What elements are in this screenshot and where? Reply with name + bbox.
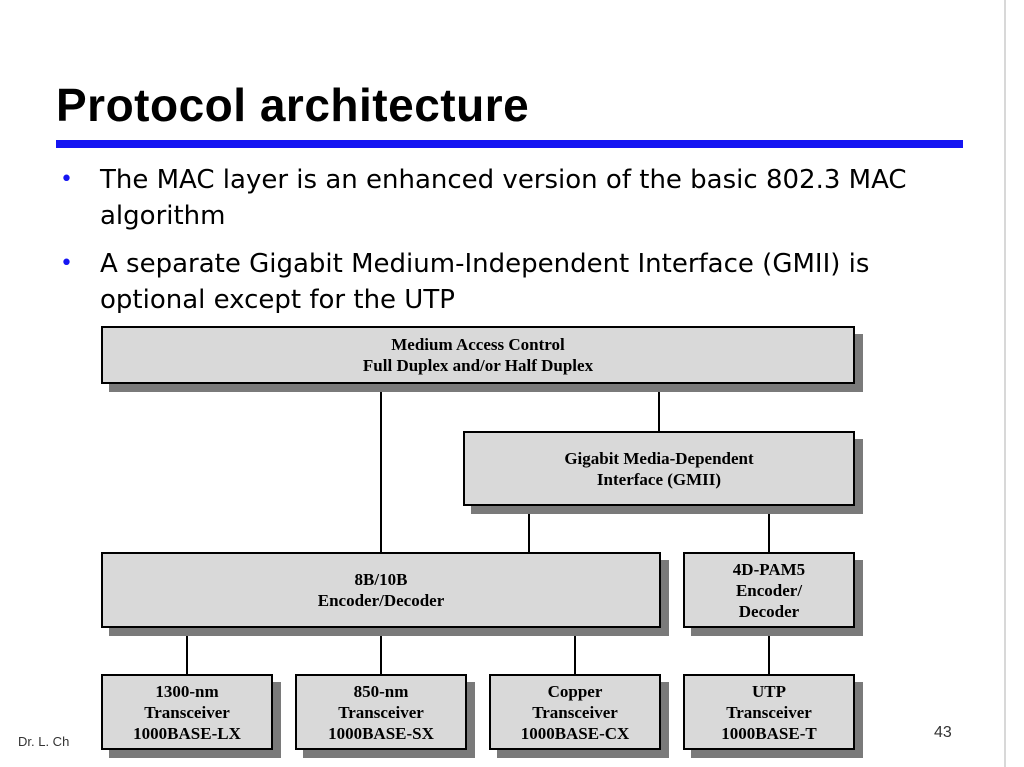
mac-box: Medium Access Control Full Duplex and/or…	[101, 326, 855, 384]
bullet-icon: •	[60, 167, 73, 192]
transceiver-t-line-2: Transceiver	[726, 702, 812, 722]
transceiver-t-box: UTP Transceiver 1000BASE-T	[683, 674, 855, 750]
connector-gmii-to-4dpam5	[768, 505, 770, 553]
transceiver-lx-line-1: 1300-nm	[155, 681, 219, 701]
transceiver-sx-line-3: 1000BASE-SX	[328, 723, 434, 743]
gmii-line-2: Interface (GMII)	[596, 469, 722, 489]
mac-line-1: Medium Access Control	[391, 335, 565, 354]
connector-mac-to-8b10b	[380, 383, 382, 553]
encoder-4dpam5-line-1: 4D-PAM5	[732, 559, 806, 579]
transceiver-t-line-1: UTP	[752, 681, 786, 701]
transceiver-sx-line-1: 850-nm	[353, 681, 409, 701]
mac-line-2: Full Duplex and/or Half Duplex	[362, 356, 594, 375]
connector-4dpam5-to-t	[768, 627, 770, 675]
window-edge	[1004, 0, 1024, 767]
encoder-8b10b-line-2: Encoder/Decoder	[317, 591, 445, 610]
transceiver-t-line-3: 1000BASE-T	[721, 723, 817, 743]
text-clip-mask	[0, 313, 1004, 325]
transceiver-sx-line-2: Transceiver	[338, 702, 424, 722]
title-underline	[56, 140, 963, 148]
bullet-item: • A separate Gigabit Medium-Independent …	[60, 246, 960, 318]
encoder-4dpam5-box: 4D-PAM5 Encoder/ Decoder	[683, 552, 855, 628]
transceiver-cx-line-3: 1000BASE-CX	[520, 723, 630, 743]
encoder-8b10b-line-1: 8B/10B	[354, 570, 408, 589]
transceiver-cx-box: Copper Transceiver 1000BASE-CX	[489, 674, 661, 750]
transceiver-lx-line-3: 1000BASE-LX	[133, 723, 241, 743]
page-number: 43	[934, 724, 952, 741]
connector-8b10b-to-sx	[380, 627, 382, 675]
transceiver-lx-line-2: Transceiver	[144, 702, 230, 722]
encoder-4dpam5-line-3: Decoder	[738, 601, 800, 621]
bullet-text: A separate Gigabit Medium-Independent In…	[100, 249, 870, 315]
bullet-text: The MAC layer is an enhanced version of …	[100, 165, 907, 231]
encoder-4dpam5-line-2: Encoder/	[735, 580, 803, 600]
transceiver-cx-line-1: Copper	[547, 681, 603, 701]
transceiver-cx-line-2: Transceiver	[532, 702, 618, 722]
gmii-box: Gigabit Media-Dependent Interface (GMII)	[463, 431, 855, 506]
connector-gmii-to-8b10b	[528, 505, 530, 553]
connector-8b10b-to-cx	[574, 627, 576, 675]
encoder-8b10b-box: 8B/10B Encoder/Decoder	[101, 552, 661, 628]
bullet-list: • The MAC layer is an enhanced version o…	[60, 162, 960, 330]
connector-8b10b-to-lx	[186, 627, 188, 675]
bullet-icon: •	[60, 251, 73, 276]
gmii-line-1: Gigabit Media-Dependent	[564, 448, 754, 468]
connector-mac-to-gmii	[658, 383, 660, 432]
bullet-item: • The MAC layer is an enhanced version o…	[60, 162, 960, 234]
transceiver-lx-box: 1300-nm Transceiver 1000BASE-LX	[101, 674, 273, 750]
footer-author: Dr. L. Ch	[18, 734, 70, 749]
slide-title: Protocol architecture	[56, 79, 530, 131]
transceiver-sx-box: 850-nm Transceiver 1000BASE-SX	[295, 674, 467, 750]
